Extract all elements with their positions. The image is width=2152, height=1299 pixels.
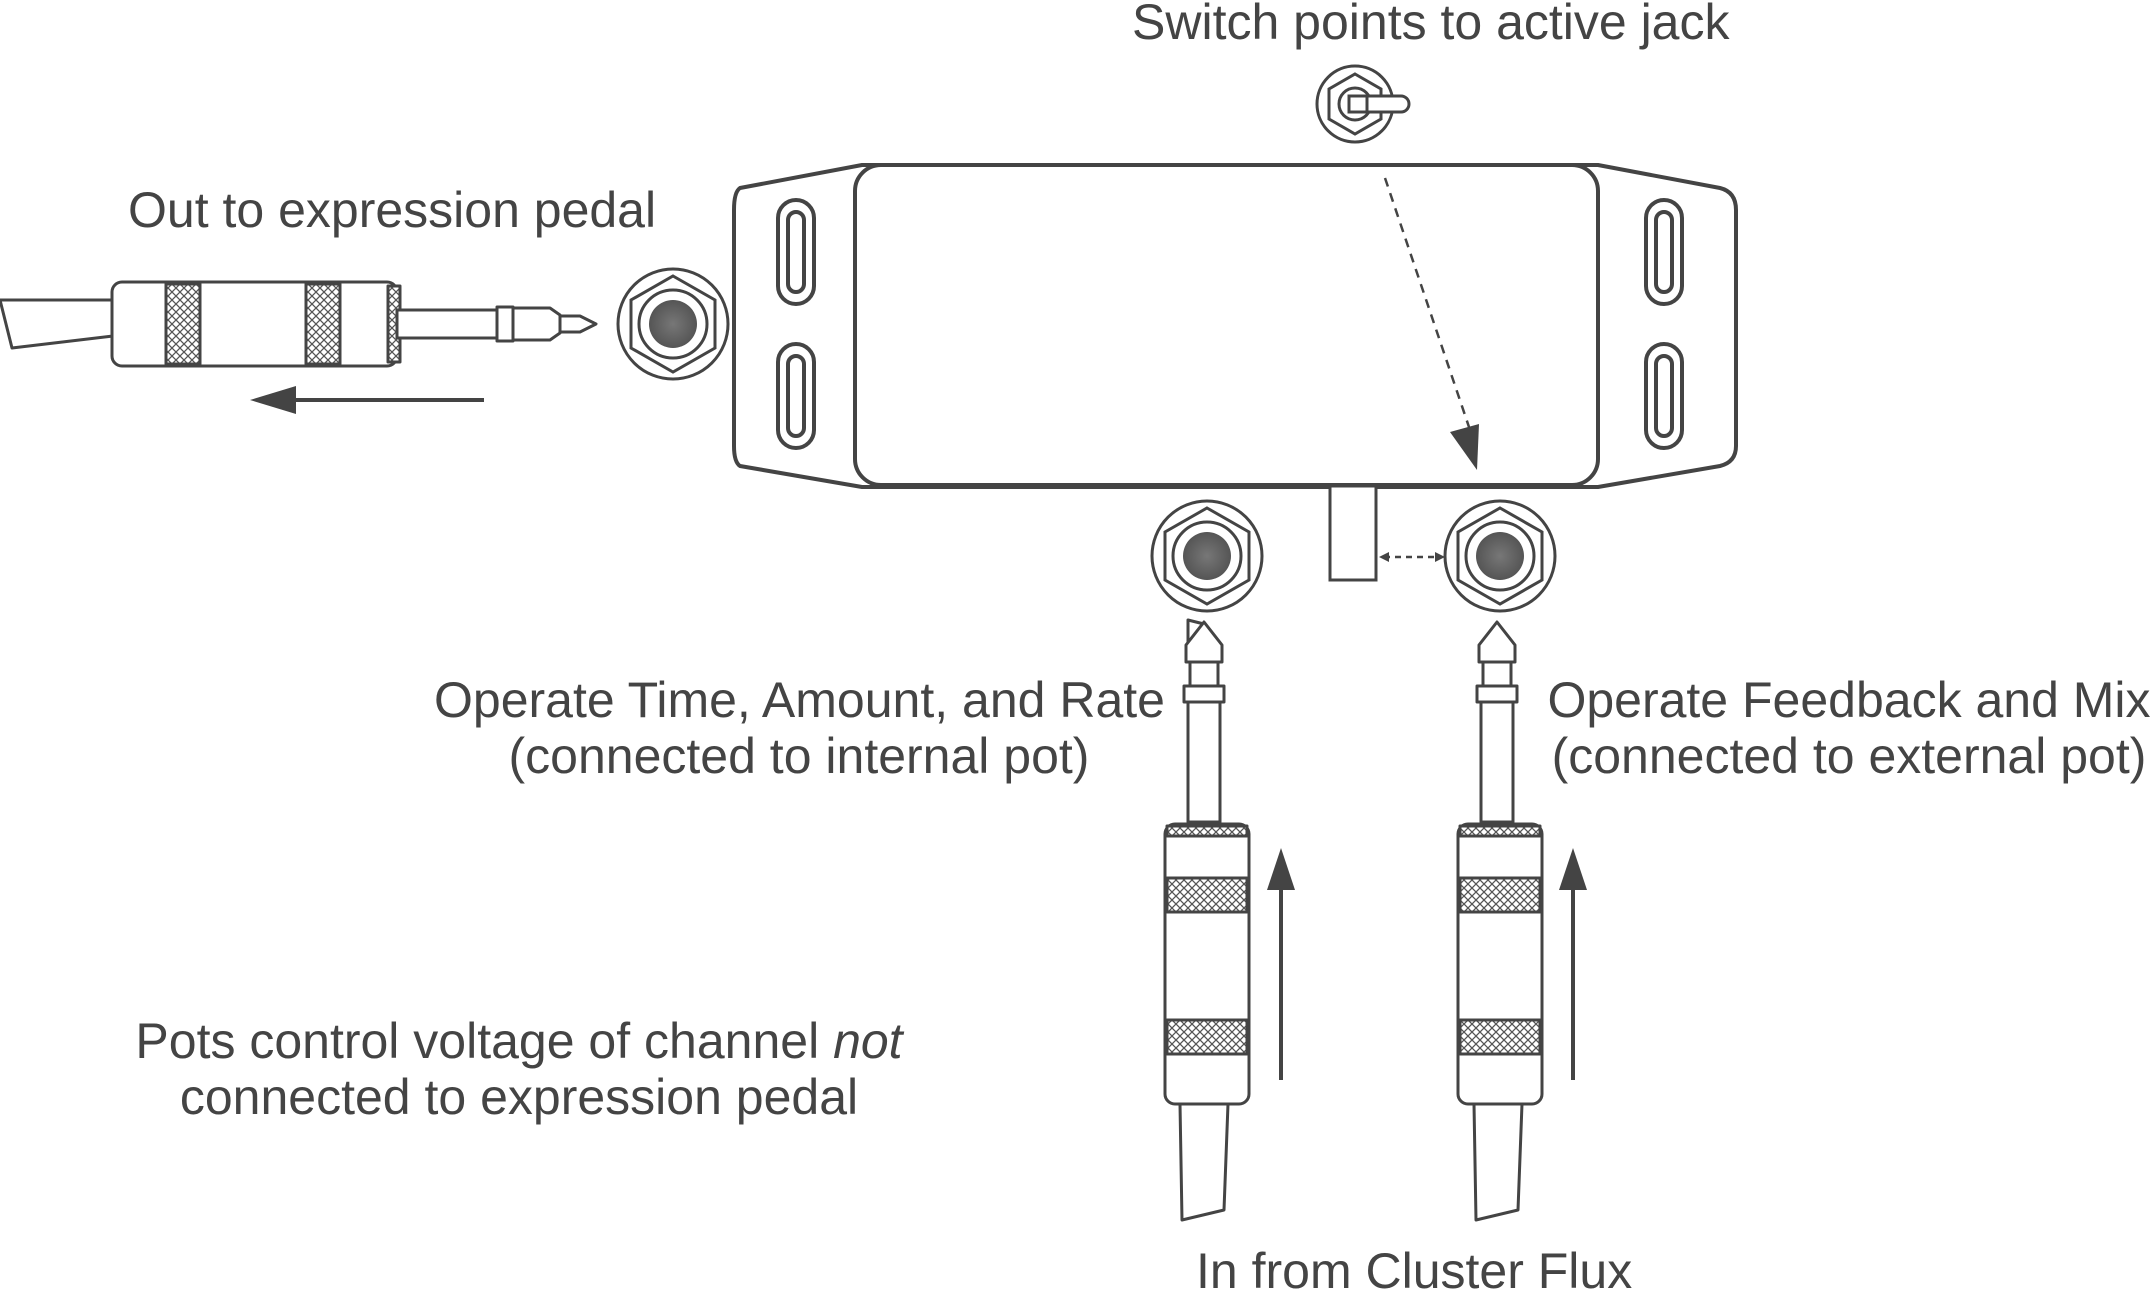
- label-operate-internal-line1: Operate Time, Amount, and Rate: [434, 672, 1165, 728]
- in-arrow-external-head: [1559, 848, 1587, 890]
- out-arrow-head: [250, 386, 296, 414]
- label-pots-note: Pots control voltage of channel not conn…: [134, 1013, 904, 1125]
- label-operate-internal-line2: (connected to internal pot): [508, 728, 1090, 784]
- label-operate-external: Operate Feedback and Mix (connected to e…: [1546, 672, 2152, 784]
- label-out-to-pedal: Out to expression pedal: [128, 182, 657, 238]
- mount-slot-left-bottom: [776, 342, 816, 450]
- switch-direction-dashed-line: [1383, 177, 1472, 431]
- label-switch-points: Switch points to active jack: [1132, 0, 1730, 50]
- plug-internal-icon: [1163, 618, 1251, 1222]
- label-operate-internal: Operate Time, Amount, and Rate (connecte…: [434, 672, 1165, 784]
- toggle-switch-icon: [1315, 64, 1411, 144]
- label-pots-note-emphasis: not: [833, 1013, 903, 1069]
- jack-internal-icon: [1150, 499, 1264, 613]
- label-pots-note-line1: Pots control voltage of channel not: [135, 1013, 903, 1069]
- label-operate-external-line1: Operate Feedback and Mix: [1547, 672, 2151, 728]
- jack-output-icon: [616, 267, 730, 381]
- enclosure-box: [732, 163, 1738, 489]
- label-operate-external-line2: (connected to external pot): [1551, 728, 2147, 784]
- jack-external-icon: [1443, 499, 1557, 613]
- plug-out-icon: [0, 280, 598, 368]
- mount-slot-right-bottom: [1644, 342, 1684, 450]
- plug-external-icon: [1456, 620, 1544, 1222]
- switch-direction-arrowhead: [1450, 424, 1479, 470]
- mount-slot-right-top: [1644, 198, 1684, 306]
- in-arrow-internal-head: [1267, 848, 1295, 890]
- switch-tab: [1328, 484, 1378, 582]
- label-pots-note-line2: connected to expression pedal: [179, 1069, 859, 1125]
- mount-slot-left-top: [776, 198, 816, 306]
- label-in-from: In from Cluster Flux: [1196, 1243, 1633, 1299]
